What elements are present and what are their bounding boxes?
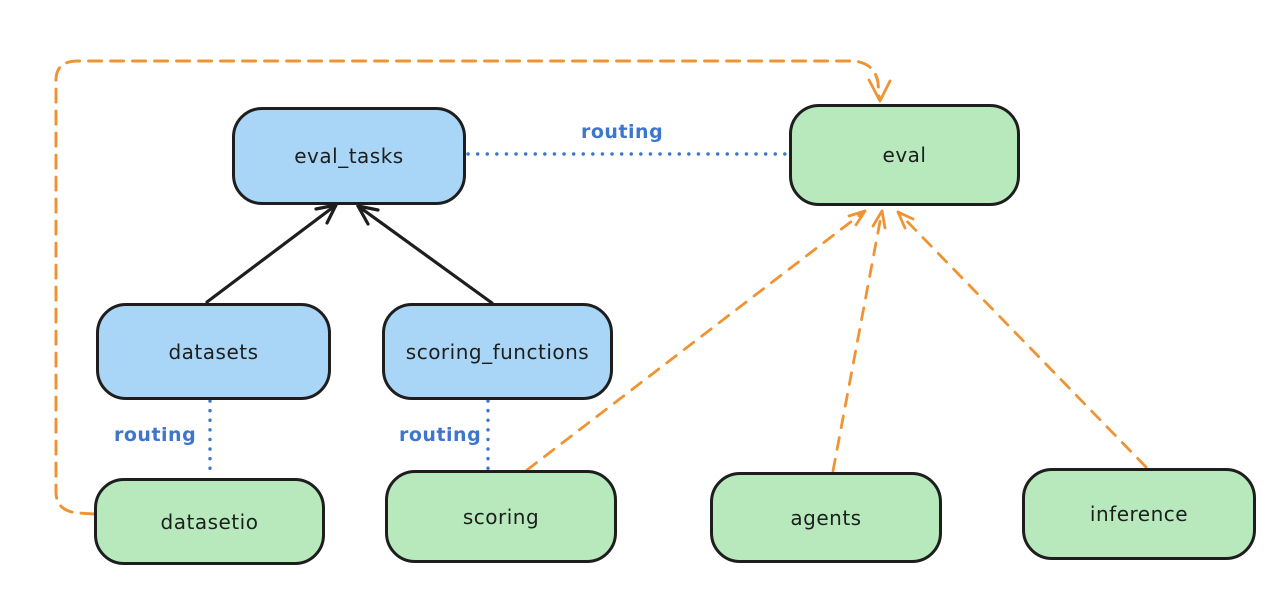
edge-label-routing-eval-tasks-eval: routing — [581, 121, 664, 143]
node-scoring-functions-label: scoring_functions — [405, 339, 590, 364]
node-eval-tasks-label: eval_tasks — [294, 144, 404, 168]
edge-inference-to-eval — [896, 210, 1148, 469]
arrowhead-agents-to-eval — [871, 209, 887, 230]
edge-datasetio-to-eval-loop — [54, 59, 881, 516]
node-agents-label: agents — [790, 505, 862, 530]
node-datasetio: datasetio — [94, 478, 325, 565]
node-eval: eval — [789, 104, 1020, 206]
arrowhead-datasetio-to-eval-loop — [867, 78, 892, 103]
node-eval-tasks: eval_tasks — [232, 107, 466, 205]
node-inference-label: inference — [1089, 502, 1189, 526]
node-datasets: datasets — [96, 303, 331, 400]
edge-label-routing-scoring-functions-scoring: routing — [399, 424, 482, 446]
node-eval-label: eval — [882, 143, 927, 167]
node-datasets-label: datasets — [168, 339, 259, 364]
arrowhead-inference-to-eval — [896, 210, 915, 230]
edge-datasets-to-eval-tasks — [205, 203, 338, 304]
node-agents: agents — [710, 472, 942, 563]
node-inference: inference — [1022, 468, 1256, 560]
node-scoring-label: scoring — [462, 504, 540, 529]
edge-scoring-functions-to-eval-tasks — [356, 204, 494, 305]
arrowhead-scoring-functions-to-eval-tasks — [356, 204, 380, 226]
arrowhead-datasets-to-eval-tasks — [314, 203, 338, 225]
node-scoring: scoring — [385, 470, 617, 563]
node-datasetio-label: datasetio — [160, 509, 259, 534]
node-scoring-functions: scoring_functions — [382, 303, 613, 400]
edge-scoring-to-eval — [525, 209, 867, 472]
edge-label-routing-datasets-datasetio: routing — [114, 424, 197, 446]
edge-agents-to-eval — [831, 209, 884, 473]
arrowhead-scoring-to-eval — [847, 209, 867, 227]
